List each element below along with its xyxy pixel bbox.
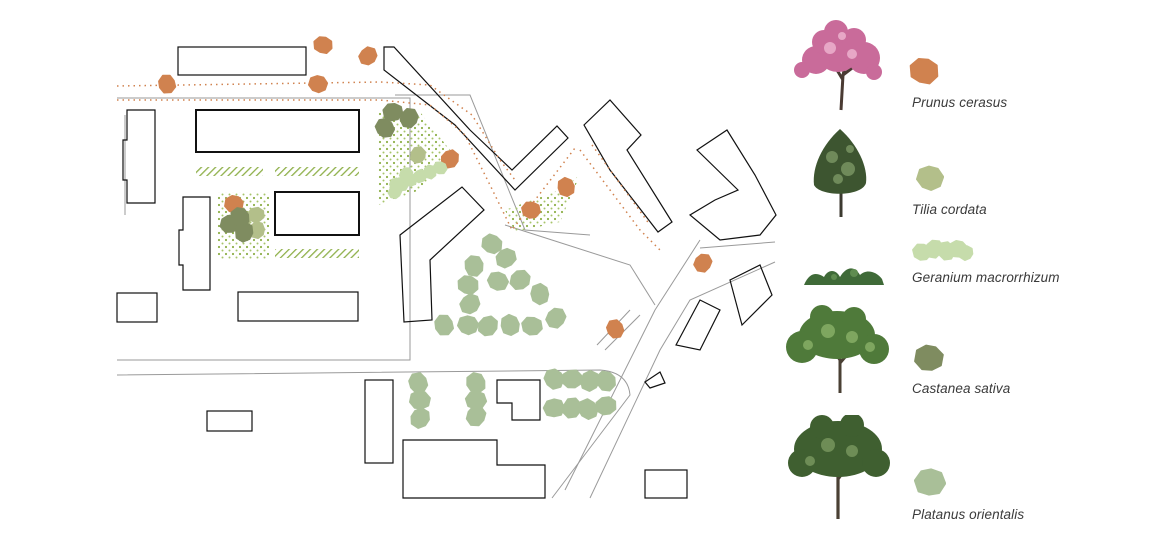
legend-label: Platanus orientalis xyxy=(912,507,1025,522)
legend-label: Castanea sativa xyxy=(912,381,1011,396)
tilia-cordata-tree xyxy=(410,146,426,164)
dotted-footpaths xyxy=(116,81,661,251)
platanus-orientalis-tree xyxy=(543,368,565,390)
platanus-orientalis-tree xyxy=(595,370,616,392)
platanus-orientalis-tree xyxy=(481,233,503,255)
prunus-cerasus-tree xyxy=(158,74,177,94)
prunus-cerasus-tree xyxy=(441,149,459,169)
geranium-macrorrhizum-plant xyxy=(432,161,448,175)
site-plan-map xyxy=(116,36,777,499)
platanus-orientalis-tree xyxy=(509,269,531,290)
platanus-orientalis-tree xyxy=(500,313,520,336)
tilia-cordata-tree xyxy=(247,206,265,223)
prunus-cerasus-tree xyxy=(308,75,329,94)
geranium-macrorrhizum-plant xyxy=(398,167,414,181)
legend-label: Prunus cerasus xyxy=(912,95,1008,110)
ground-cover-shrub-icon xyxy=(804,268,884,285)
platanus-orientalis-tree xyxy=(464,255,484,277)
swatch-blob xyxy=(914,344,944,371)
platanus-orientalis-tree xyxy=(577,398,599,420)
platanus-orientalis-tree xyxy=(530,282,550,306)
castanea-sativa-tree xyxy=(374,117,395,138)
swatch-blob xyxy=(959,245,974,261)
prunus-cerasus-tree xyxy=(521,201,541,219)
linden-tree-icon xyxy=(813,129,867,217)
legend-row-geranium-macrorrhizum: Geranium macrorrhizum xyxy=(780,235,1170,295)
geranium-macrorrhizum-plant xyxy=(389,177,403,193)
chestnut-tree-icon xyxy=(786,305,889,393)
legend-row-castanea-sativa: Castanea sativa xyxy=(780,295,1170,410)
platanus-orientalis-tree xyxy=(495,247,517,269)
flowering-cherry-tree-icon xyxy=(794,20,882,111)
tilia-cordata-swatch-icon xyxy=(916,163,945,193)
legend-label: Tilia cordata xyxy=(912,202,987,217)
swatch-blob xyxy=(916,165,945,191)
species-legend: Prunus cerasus Tilia cordata Geranium ma… xyxy=(780,0,1170,546)
platanus-orientalis-tree xyxy=(521,316,543,336)
prunus-cerasus-tree xyxy=(557,176,575,197)
platanus-orientalis-tree xyxy=(459,293,481,315)
legend-label: Geranium macrorrhizum xyxy=(912,270,1060,285)
platanus-orientalis-tree xyxy=(434,314,454,336)
legend-row-prunus-cerasus: Prunus cerasus xyxy=(780,0,1170,125)
prunus-cerasus-tree xyxy=(313,36,333,54)
legend-row-tilia-cordata: Tilia cordata xyxy=(780,125,1170,235)
platanus-orientalis-tree xyxy=(478,315,498,337)
castanea-sativa-swatch-icon xyxy=(914,343,944,373)
platanus-orientalis-tree xyxy=(409,390,431,410)
platanus-orientalis-tree xyxy=(457,275,479,295)
platanus-orientalis-tree xyxy=(542,398,566,418)
platanus-orientalis-tree xyxy=(465,405,487,427)
prunus-cerasus-swatch-icon xyxy=(908,55,940,87)
castanea-sativa-tree xyxy=(399,108,419,129)
platanus-orientalis-tree xyxy=(486,271,509,291)
platanus-orientalis-tree xyxy=(562,397,582,419)
platanus-orientalis-swatch-icon xyxy=(913,466,947,498)
geranium-macrorrhizum-plant xyxy=(423,164,437,180)
platanus-orientalis-tree xyxy=(408,372,429,394)
castanea-sativa-tree xyxy=(235,221,254,243)
platanus-orientalis-tree xyxy=(410,407,430,429)
vegetation-layer xyxy=(158,36,713,429)
street-lines xyxy=(116,94,776,499)
building-footprints xyxy=(116,46,777,499)
geranium-macrorrhizum-swatch-icon xyxy=(912,237,974,263)
prunus-cerasus-tree xyxy=(693,253,713,273)
swatch-blob xyxy=(909,58,939,85)
prunus-cerasus-tree xyxy=(606,319,625,339)
platanus-orientalis-tree xyxy=(466,372,486,394)
platanus-orientalis-tree xyxy=(545,307,567,329)
prunus-cerasus-tree xyxy=(358,46,378,66)
platanus-orientalis-tree xyxy=(457,315,480,336)
castanea-sativa-tree xyxy=(230,207,250,228)
platanus-orientalis-tree xyxy=(580,369,601,392)
plane-tree-icon xyxy=(788,415,890,519)
legend-row-platanus-orientalis: Platanus orientalis xyxy=(780,410,1170,540)
platanus-orientalis-tree xyxy=(561,369,583,389)
platanus-orientalis-tree xyxy=(595,396,617,416)
swatch-blob xyxy=(913,468,947,496)
